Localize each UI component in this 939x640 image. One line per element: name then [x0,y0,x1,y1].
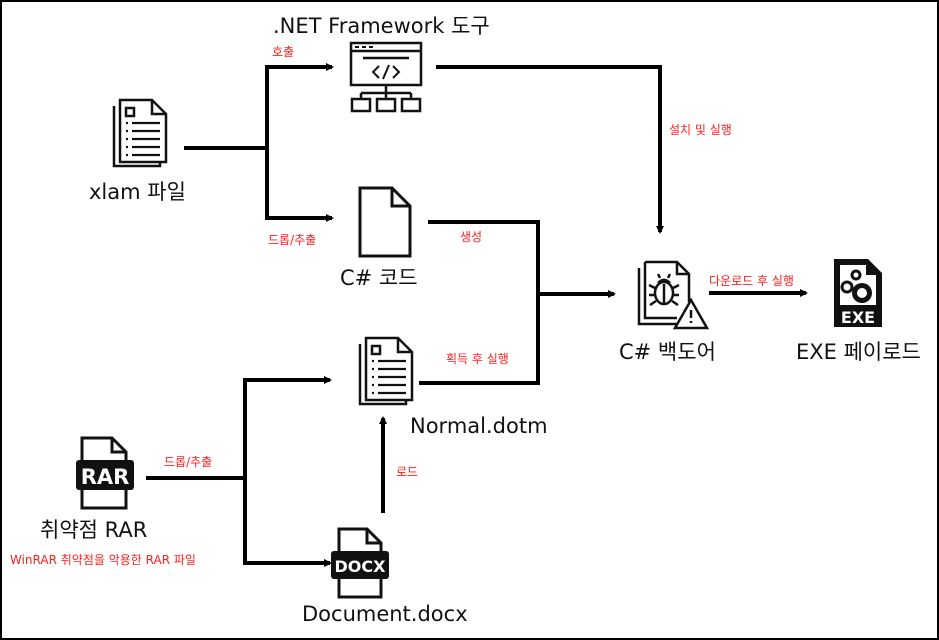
node-label-backdoor: C# 백도어 [619,340,716,364]
rar-badge: RAR [81,465,130,489]
edge-rar-to-docx [243,478,332,567]
edge-label-download-run: 다운로드 후 실행 [709,274,794,288]
document-stack-icon[interactable] [110,98,172,170]
blank-file-icon[interactable] [358,186,414,258]
edge-csharp-generate [419,220,540,385]
edge-label-drop-extract-2: 드롭/추출 [164,455,213,469]
rar-description: WinRAR 취약점을 악용한 RAR 파일 [10,553,196,567]
docx-file-icon[interactable]: DOCX [331,527,391,599]
edge-label-install-run: 설치 및 실행 [669,123,732,137]
exe-badge: EXE [841,308,875,327]
node-label-rar: 취약점 RAR [40,518,148,542]
bug-file-warning-icon[interactable] [637,258,709,330]
node-label-exe: EXE 페이로드 [796,340,921,364]
edge-xlam-to-dotnet [265,63,334,218]
node-label-csharp-code: C# 코드 [340,266,418,290]
exe-file-gears-icon[interactable]: EXE [832,257,884,329]
node-label-xlam: xlam 파일 [89,180,186,204]
code-window-network-icon[interactable] [349,41,425,113]
edge-rar-to-normal [243,376,332,562]
docx-badge: DOCX [335,557,387,576]
edge-label-acquire-run: 획득 후 실행 [446,352,509,366]
rar-file-icon[interactable]: RAR [74,436,136,510]
edge-label-load: 로드 [396,465,419,479]
node-label-dotnet: .NET Framework 도구 [273,14,490,38]
node-label-normal-dotm: Normal.dotm [410,414,548,438]
edge-xlam-to-csharp [265,148,334,222]
edge-label-drop-extract-1: 드롭/추출 [268,233,317,247]
document-stack-icon[interactable] [356,336,418,408]
node-label-docx: Document.docx [302,602,468,626]
edge-label-generate: 생성 [460,230,483,244]
edge-label-call: 호출 [272,45,295,59]
edge-dotnet-to-backdoor [436,65,664,234]
